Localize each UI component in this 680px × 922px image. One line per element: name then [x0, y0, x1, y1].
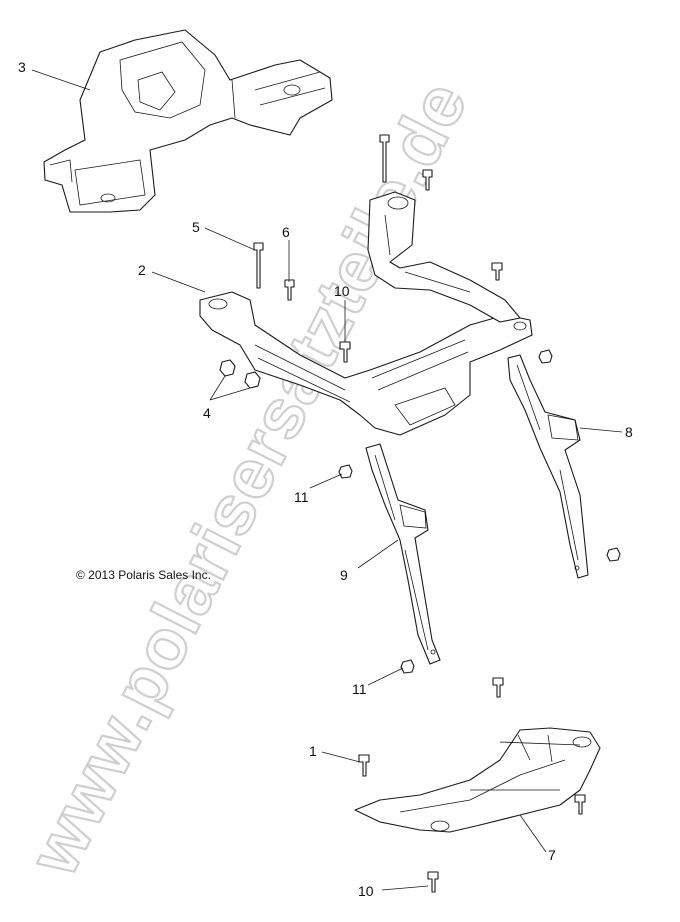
bolt-bracket-right: [491, 262, 503, 281]
callout-6: 6: [282, 224, 290, 240]
nut-4a: [219, 359, 236, 377]
bolt-5: [253, 242, 264, 289]
part-3-front-frame-mount: [43, 29, 333, 213]
callout-11-lower: 11: [352, 681, 367, 697]
callouts: 1 2 3 4 5 6 7 8 9 10 10 11 11: [18, 59, 633, 899]
bolt-top-long: [379, 134, 390, 183]
part-upper-right-bracket: [367, 191, 521, 323]
part-9-left-support-leg: [365, 443, 441, 665]
callout-9: 9: [340, 567, 348, 583]
copyright-notice: © 2013 Polaris Sales Inc.: [76, 568, 211, 582]
part-8-right-support-leg: [507, 354, 589, 579]
bolt-lower-top: [492, 677, 504, 698]
hardware: [219, 134, 621, 893]
bolt-10-upper: [339, 341, 351, 363]
callout-8: 8: [625, 424, 633, 440]
callout-2: 2: [138, 262, 146, 278]
callout-1: 1: [309, 743, 317, 759]
part-2-main-cross-frame: [199, 291, 533, 436]
callout-7: 7: [548, 847, 556, 863]
callout-10-lower: 10: [358, 883, 374, 899]
callout-11-upper: 11: [294, 489, 309, 505]
nut-8-bottom: [606, 547, 621, 562]
bolt-top-short: [422, 169, 433, 191]
bolt-6: [284, 279, 295, 301]
bolt-lower-right: [574, 794, 586, 815]
nut-11-lower: [400, 659, 415, 674]
part-7-lower-skid-frame: [354, 727, 601, 833]
nut-11-upper: [338, 464, 353, 479]
nut-8-top: [538, 349, 553, 364]
bolt-1: [358, 754, 370, 777]
callout-10-upper: 10: [334, 283, 350, 299]
callout-4: 4: [203, 405, 211, 421]
nut-4b: [244, 371, 261, 389]
leader-lines: [31, 69, 623, 891]
callout-3: 3: [18, 59, 26, 75]
callout-5: 5: [192, 219, 200, 235]
bolt-10-lower: [427, 871, 439, 893]
